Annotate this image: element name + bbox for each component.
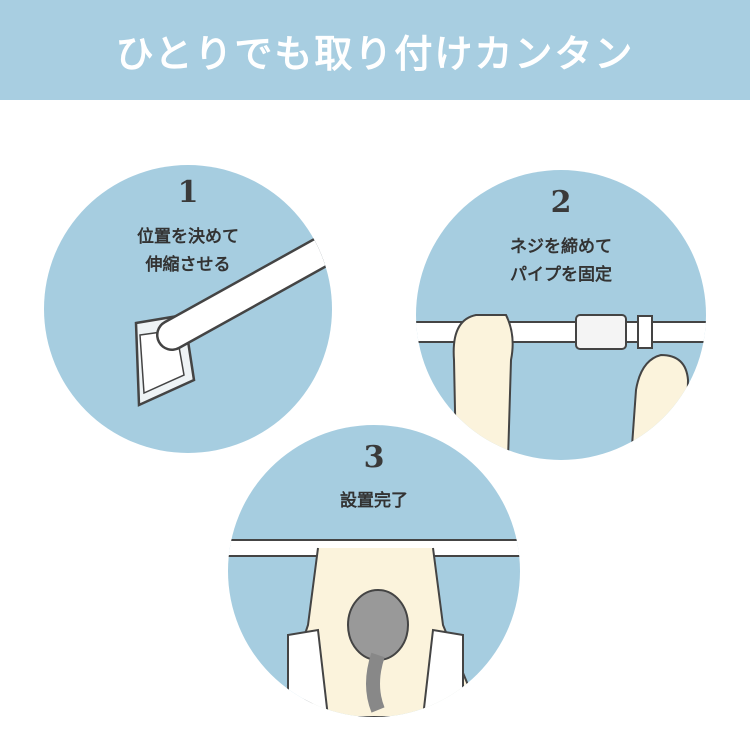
step-number: 2 bbox=[550, 185, 572, 220]
step-number: 3 bbox=[363, 440, 385, 475]
caption-line: パイプを固定 bbox=[510, 265, 612, 285]
caption-line: 設置完了 bbox=[340, 491, 408, 511]
header-banner: ひとりでも取り付けカンタン bbox=[0, 0, 750, 100]
step-caption: 位置を決めて 伸縮させる bbox=[44, 223, 332, 279]
step-caption: 設置完了 bbox=[228, 487, 520, 515]
step-number: 1 bbox=[177, 175, 199, 210]
step-caption: ネジを締めて パイプを固定 bbox=[416, 233, 706, 289]
person-hanging-pipe-illustration bbox=[228, 539, 520, 717]
step-2-circle: 2 ネジを締めて パイプを固定 bbox=[416, 170, 706, 460]
pipe-screw-illustration bbox=[416, 314, 706, 460]
step-3-circle: 3 設置完了 bbox=[228, 425, 520, 717]
page-title: ひとりでも取り付けカンタン bbox=[115, 31, 635, 76]
step-1-circle: 1 位置を決めて 伸縮させる bbox=[44, 165, 332, 453]
caption-line: ネジを締めて bbox=[510, 237, 612, 257]
caption-line: 位置を決めて bbox=[137, 227, 239, 247]
caption-line: 伸縮させる bbox=[145, 255, 231, 275]
pipe-bracket-illustration bbox=[134, 229, 332, 407]
